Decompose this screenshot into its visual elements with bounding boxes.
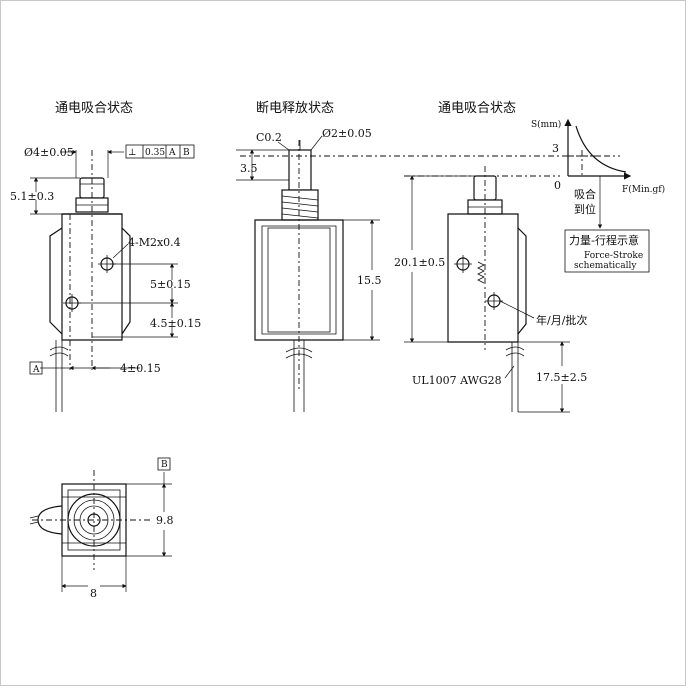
dim-plunger-diameter: Ø4±0.05 (24, 146, 74, 159)
legend-en-2: schematically (574, 261, 637, 271)
dim-body-height: 15.5 (357, 274, 382, 287)
dim-total-height: 20.1±0.5 (394, 256, 445, 269)
title-energized-right: 通电吸合状态 (438, 101, 516, 116)
graph-y-label: S(mm) (531, 119, 561, 130)
graph-absorb-2: 到位 (574, 202, 596, 216)
datum-b-label: B (161, 460, 168, 470)
dim-pin-diameter: Ø2±0.05 (322, 127, 372, 140)
dim-top-height: 5.1±0.3 (10, 190, 54, 203)
legend-en-1: Force-Stroke (584, 251, 643, 261)
legend-cn: 力量-行程示意 (569, 233, 639, 247)
middle-view (236, 135, 620, 412)
left-view (29, 144, 195, 412)
right-view (404, 166, 570, 413)
dim-thread: 4-M2x0.4 (128, 236, 181, 249)
graph-absorb-1: 吸合 (574, 187, 596, 201)
title-energized-left: 通电吸合状态 (55, 101, 133, 116)
bottom-view (29, 457, 172, 592)
force-stroke-graph (564, 118, 650, 273)
graph-x-origin: 0 (554, 179, 561, 192)
dim-bottom-width: 8 (90, 587, 97, 600)
label-wire-spec: UL1007 AWG28 (412, 374, 502, 387)
dim-hole-spacing-2: 4.5±0.15 (150, 317, 201, 330)
tol-value: 0.35 (145, 148, 165, 158)
graph-x-label: F(Min.gf) (622, 184, 665, 195)
title-released: 断电释放状态 (256, 101, 334, 116)
tol-datum-a: A (168, 148, 176, 158)
dim-hole-spacing-1: 5±0.15 (150, 278, 191, 291)
tol-symbol: ⊥ (128, 148, 136, 158)
dim-stroke: 3.5 (240, 162, 258, 175)
tol-datum-b: B (183, 148, 190, 158)
dim-bottom-height: 9.8 (156, 514, 174, 527)
dim-hole-offset: 4±0.15 (120, 362, 161, 375)
dim-chamfer: C0.2 (256, 131, 282, 144)
datum-a-label: A (32, 365, 40, 375)
dim-lead-length: 17.5±2.5 (536, 371, 587, 384)
label-date-code: 年/月/批次 (536, 313, 587, 327)
graph-y-tick: 3 (552, 142, 559, 155)
